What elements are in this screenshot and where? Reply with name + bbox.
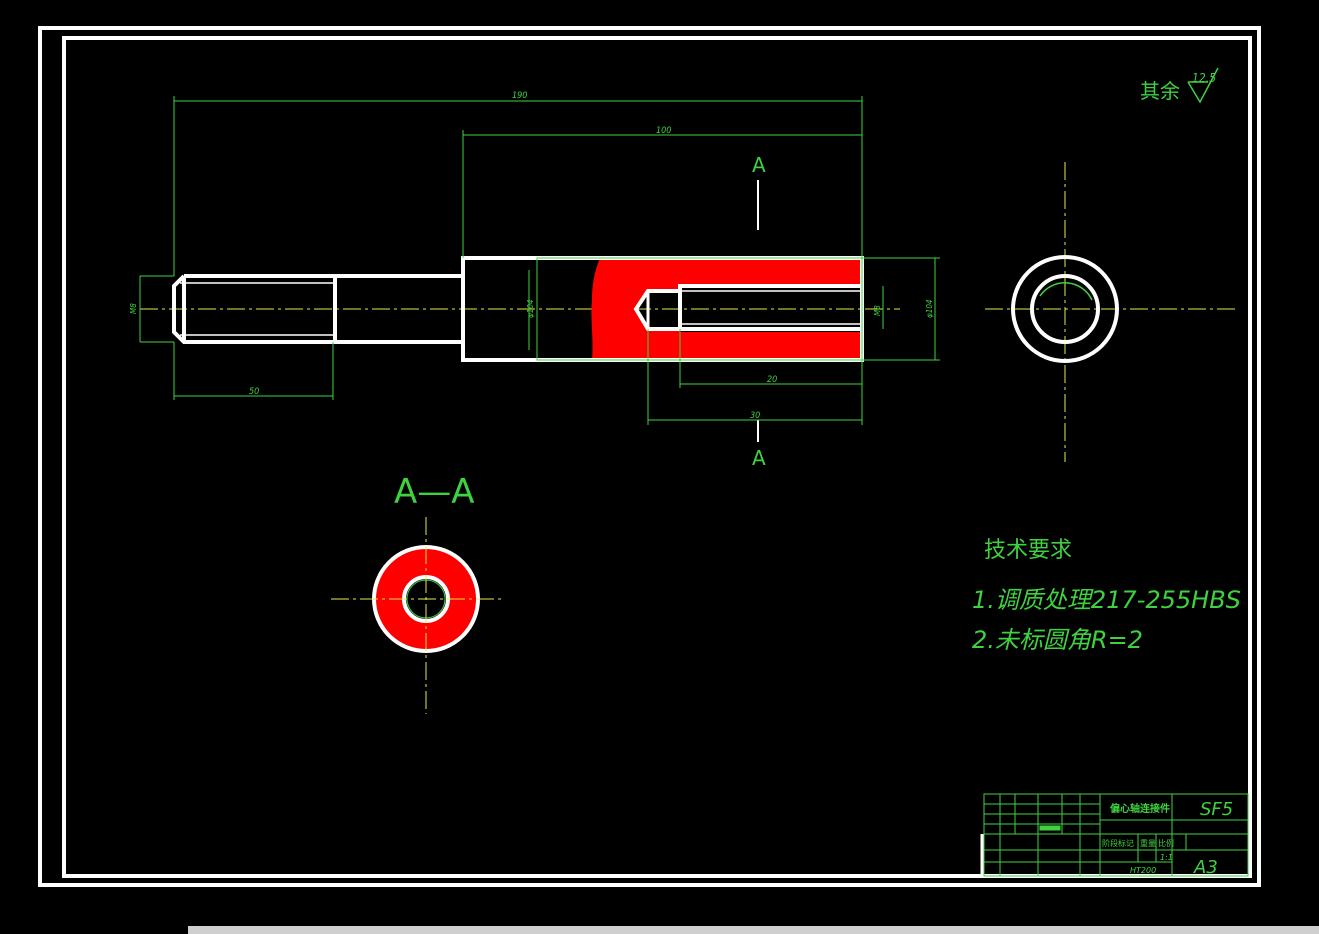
dim-body-length: 100	[656, 126, 671, 136]
dim-bore-dia: M8	[873, 305, 882, 316]
tb-scale: 1:1	[1160, 853, 1173, 862]
section-title: A—A	[394, 472, 475, 512]
outer-border	[38, 26, 1261, 887]
tb-material: HT200	[1130, 866, 1156, 875]
tb-weight-label: 重量	[1140, 838, 1156, 848]
tb-scale-label: 比例	[1158, 838, 1174, 848]
cut-letter-top: A	[752, 153, 766, 177]
tech-item-1: 1.调质处理217-255HBS	[972, 586, 1241, 614]
inner-border	[62, 36, 1252, 878]
tech-heading: 技术要求	[984, 538, 1072, 563]
dim-overall-length: 190	[512, 91, 527, 101]
title-block	[980, 793, 1249, 877]
cut-letter-bottom: A	[752, 446, 766, 470]
status-bar	[188, 926, 1319, 934]
dim-thread-length: 50	[249, 387, 259, 397]
roughness-label: 其余	[1140, 79, 1180, 103]
side-view	[985, 162, 1238, 462]
dim-body-dia: φ104	[526, 299, 535, 318]
dim-bore-depth: 20	[767, 375, 777, 385]
section-view: A—A	[331, 472, 505, 714]
roughness-value: 12.5	[1192, 71, 1216, 85]
tb-drawing-no: SF5	[1200, 799, 1233, 820]
dim-outer-dia: φ104	[925, 299, 934, 318]
dim-drill-depth: 30	[750, 411, 760, 421]
dim-thread-dia: M8	[129, 303, 138, 314]
roughness-note: 其余 12.5	[1140, 67, 1219, 104]
tech-requirements: 技术要求 1.调质处理217-255HBS 2.未标圆角R=2	[972, 538, 1241, 654]
dimensions	[139, 96, 940, 425]
tb-stage-label: 阶段标记	[1102, 838, 1134, 848]
main-view: A A	[140, 153, 900, 470]
tb-part-name: 偏心轴连接件	[1110, 802, 1170, 815]
tb-sheet-size: A3	[1193, 857, 1218, 878]
tech-item-2: 2.未标圆角R=2	[972, 626, 1143, 654]
section-hatch	[591, 258, 862, 360]
